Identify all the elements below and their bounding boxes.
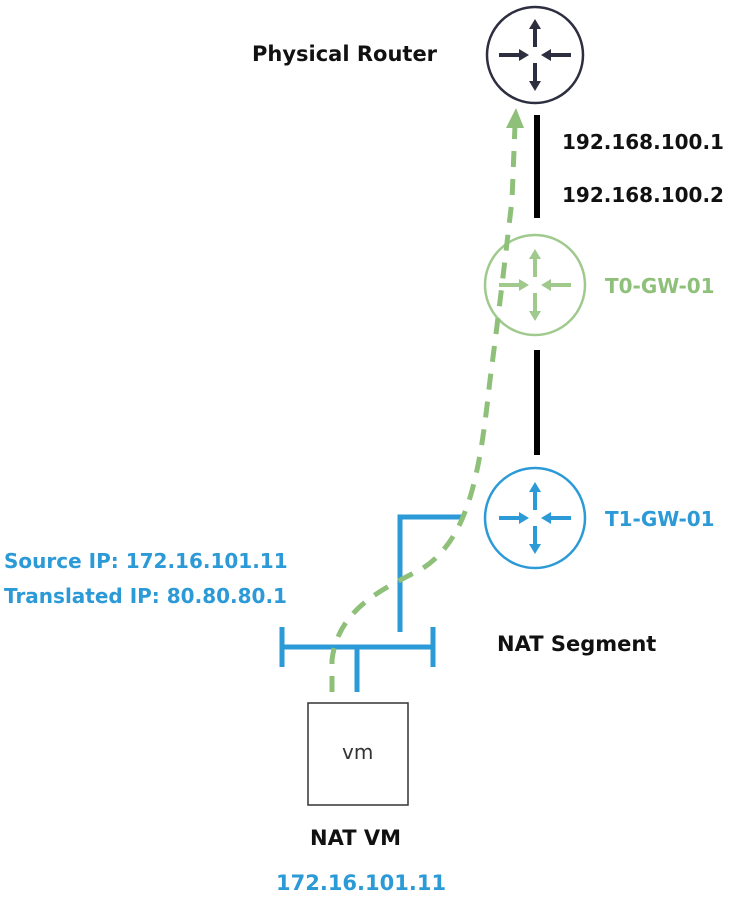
vm-ip-label: 172.16.101.11: [276, 871, 447, 895]
t1-router-icon[interactable]: [483, 466, 587, 570]
physical-router-icon[interactable]: [485, 5, 585, 105]
downlink-ip: 192.168.100.2: [562, 183, 724, 207]
vm-box[interactable]: [307, 702, 409, 806]
uplink-ip: 192.168.100.1: [562, 130, 724, 154]
t1-gateway-label: T1-GW-01: [605, 507, 715, 531]
t0-gateway-label: T0-GW-01: [605, 274, 715, 298]
translated-ip-label: Translated IP: 80.80.80.1: [4, 584, 287, 608]
t0-router-icon[interactable]: [483, 233, 587, 337]
nat-segment-bar: [279, 627, 436, 692]
link-t1-segment: [397, 514, 463, 632]
nat-segment-label: NAT Segment: [497, 632, 657, 656]
physical-router-label: Physical Router: [252, 42, 438, 66]
vm-name-label: NAT VM: [310, 826, 401, 850]
source-ip-label: Source IP: 172.16.101.11: [4, 549, 288, 573]
arrow-head-icon: [506, 108, 524, 128]
nat-traffic-path: [329, 108, 524, 692]
vm-icon-text: vm: [342, 740, 374, 764]
